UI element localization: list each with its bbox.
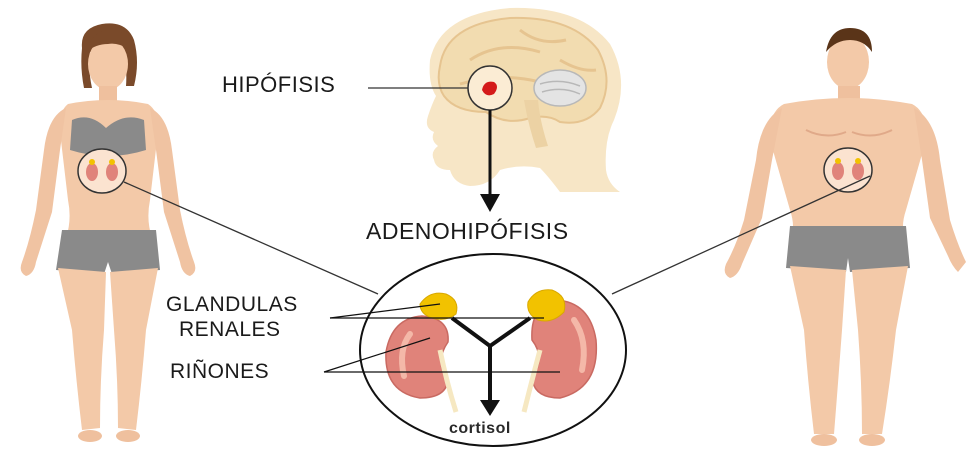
label-glandulas: GLANDULAS: [166, 293, 298, 317]
label-hipofisis: HIPÓFISIS: [222, 72, 335, 98]
head-profile: [427, 8, 621, 192]
label-rinones: RIÑONES: [170, 360, 269, 384]
male-figure: [725, 28, 966, 446]
kidney-inset: [360, 254, 626, 446]
label-renales: RENALES: [179, 318, 281, 342]
label-cortisol: cortisol: [449, 420, 511, 438]
label-adenohipofisis: ADENOHIPÓFISIS: [366, 218, 569, 245]
